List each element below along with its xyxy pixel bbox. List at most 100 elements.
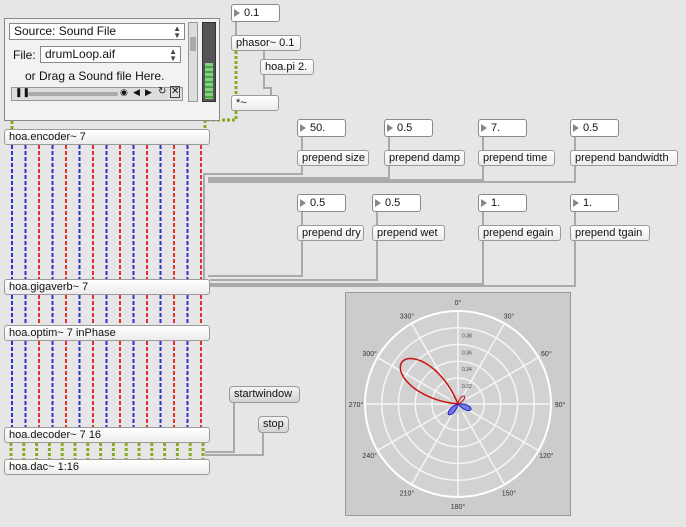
prepend-size-object[interactable]: prepend size bbox=[297, 150, 369, 166]
position-slider[interactable] bbox=[28, 92, 118, 96]
wet-number[interactable]: 0.5 bbox=[372, 194, 421, 212]
prepend-tgain-object[interactable]: prepend tgain bbox=[570, 225, 650, 241]
prepend-size-label: prepend size bbox=[302, 152, 365, 164]
record-icon[interactable]: ◉ bbox=[120, 87, 128, 97]
prepend-bandwidth-object[interactable]: prepend bandwidth bbox=[570, 150, 678, 166]
prepend-dry-label: prepend dry bbox=[302, 227, 361, 239]
hoa-gigaverb-object[interactable]: hoa.gigaverb~ 7 bbox=[4, 279, 210, 295]
tgain-number[interactable]: 1. bbox=[570, 194, 619, 212]
hoa-scope: 0°330°300°270°240°210°180°150°120°90°60°… bbox=[345, 292, 571, 516]
prepend-time-out bbox=[208, 166, 484, 181]
prepend-time-label: prepend time bbox=[483, 152, 548, 164]
prepend-dry-out bbox=[208, 241, 303, 277]
rewind-icon[interactable]: ◀ bbox=[133, 87, 140, 97]
scope-radius-label: 0.34 bbox=[462, 367, 472, 373]
scope-plot: 0°330°300°270°240°210°180°150°120°90°60°… bbox=[349, 299, 566, 511]
bandwidth-number[interactable]: 0.5 bbox=[570, 119, 619, 137]
source-menu[interactable]: Source: Sound File ▲▼ bbox=[9, 23, 185, 40]
play-icon[interactable]: ▶ bbox=[145, 87, 152, 97]
prepend-egain-object[interactable]: prepend egain bbox=[478, 225, 561, 241]
scope-angle-label: 90° bbox=[555, 401, 566, 409]
prepend-wet-label: prepend wet bbox=[377, 227, 438, 239]
scope-angle-label: 240° bbox=[362, 452, 377, 460]
multiply-object[interactable]: *~ bbox=[231, 95, 279, 111]
drag-hint: or Drag a Sound file Here. bbox=[25, 69, 165, 83]
scope-negative-lobe bbox=[447, 403, 459, 416]
scope-radius-label: 0.36 bbox=[462, 350, 472, 356]
prepend-tgain-label: prepend tgain bbox=[575, 227, 643, 239]
source-menu-label: Source: Sound File bbox=[14, 24, 117, 38]
file-label: File: bbox=[13, 48, 36, 62]
file-menu-label: drumLoop.aif bbox=[45, 47, 116, 61]
file-menu[interactable]: drumLoop.aif ▲▼ bbox=[40, 46, 181, 63]
scope-spoke bbox=[377, 408, 451, 452]
hoa-encoder-object[interactable]: hoa.encoder~ 7 bbox=[4, 129, 210, 145]
phasor-object[interactable]: phasor~ 0.1 bbox=[231, 35, 301, 51]
phasor-frequency-number[interactable]: 0.1 bbox=[231, 4, 280, 22]
scope-spoke bbox=[410, 411, 454, 485]
hoa-dac-object[interactable]: hoa.dac~ 1:16 bbox=[4, 459, 210, 475]
prepend-egain-label: prepend egain bbox=[483, 227, 554, 239]
encoder-label: hoa.encoder~ 7 bbox=[9, 131, 86, 143]
prepend-wet-object[interactable]: prepend wet bbox=[372, 225, 445, 241]
scope-radius-label: 0.32 bbox=[462, 384, 472, 390]
scope-angle-label: 150° bbox=[502, 489, 517, 497]
size-number[interactable]: 50. bbox=[297, 119, 346, 137]
scope-spoke bbox=[465, 356, 539, 400]
scope-angle-label: 330° bbox=[400, 313, 415, 321]
startwindow-cord bbox=[205, 402, 235, 453]
loop-icon[interactable]: ↻ bbox=[158, 86, 167, 97]
phasor-label: phasor~ 0.1 bbox=[236, 37, 295, 49]
scope-angle-label: 210° bbox=[400, 489, 415, 497]
prepend-damp-out bbox=[208, 166, 390, 179]
transport-bar: ❚❚ ◉ ◀ ▶ ↻ ✕ bbox=[11, 86, 183, 101]
prepend-bandwidth-label: prepend bandwidth bbox=[575, 152, 669, 164]
scope-spoke bbox=[462, 411, 506, 485]
scope-spoke bbox=[377, 356, 451, 400]
pause-icon[interactable]: ❚❚ bbox=[15, 87, 31, 97]
scope-radius-label: 0.38 bbox=[462, 334, 472, 340]
decoder-label: hoa.decoder~ 7 16 bbox=[9, 429, 102, 441]
level-slider[interactable] bbox=[188, 22, 198, 102]
scope-positive-lobe bbox=[399, 357, 460, 405]
dac-label: hoa.dac~ 1:16 bbox=[9, 461, 80, 473]
hoa-optim-object[interactable]: hoa.optim~ 7 inPhase bbox=[4, 325, 210, 341]
scope-spoke bbox=[462, 323, 506, 397]
sound-file-player[interactable]: Source: Sound File ▲▼ File: drumLoop.aif… bbox=[4, 18, 220, 121]
stop-message[interactable]: stop bbox=[258, 416, 289, 433]
stop-cord bbox=[205, 432, 264, 456]
hoa-pi-object[interactable]: hoa.pi 2. bbox=[260, 59, 314, 75]
time-number[interactable]: 7. bbox=[478, 119, 527, 137]
scope-angle-label: 120° bbox=[539, 452, 554, 460]
meter-fill bbox=[205, 63, 213, 99]
prepend-dry-object[interactable]: prepend dry bbox=[297, 225, 364, 241]
prepend-tgain-out bbox=[210, 241, 576, 287]
scope-angle-label: 180° bbox=[451, 503, 466, 511]
hoa-decoder-object[interactable]: hoa.decoder~ 7 16 bbox=[4, 427, 210, 443]
scope-negative-lobe bbox=[456, 403, 472, 411]
hoa-pi-label: hoa.pi 2. bbox=[265, 61, 308, 73]
scope-angle-label: 30° bbox=[504, 313, 515, 321]
scope-positive-lobe bbox=[457, 395, 466, 405]
pi-mult-cord bbox=[263, 75, 272, 95]
prepend-time-object[interactable]: prepend time bbox=[478, 150, 555, 166]
dry-number[interactable]: 0.5 bbox=[297, 194, 346, 212]
level-handle[interactable] bbox=[190, 37, 196, 51]
chevron-updown-icon: ▲▼ bbox=[173, 24, 181, 40]
egain-number[interactable]: 1. bbox=[478, 194, 527, 212]
startwindow-message[interactable]: startwindow bbox=[229, 386, 300, 403]
chevron-updown-icon: ▲▼ bbox=[169, 47, 177, 63]
multiply-label: *~ bbox=[236, 97, 247, 109]
damp-number[interactable]: 0.5 bbox=[384, 119, 433, 137]
close-icon[interactable]: ✕ bbox=[170, 86, 181, 98]
scope-angle-label: 60° bbox=[541, 350, 552, 358]
gigaverb-label: hoa.gigaverb~ 7 bbox=[9, 281, 89, 293]
scope-spoke bbox=[465, 408, 539, 452]
prepend-bw-out bbox=[208, 166, 576, 183]
prepend-egain-out bbox=[210, 241, 484, 285]
scope-angle-label: 300° bbox=[362, 350, 377, 358]
prepend-damp-object[interactable]: prepend damp bbox=[384, 150, 465, 166]
prepend-damp-label: prepend damp bbox=[389, 152, 460, 164]
level-meter bbox=[202, 22, 216, 102]
scope-angle-label: 270° bbox=[349, 401, 364, 409]
